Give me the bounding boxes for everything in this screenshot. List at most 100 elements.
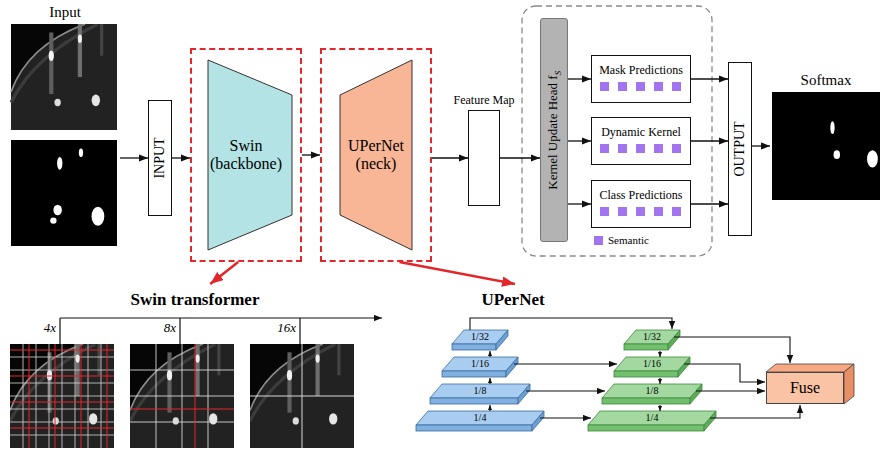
scale-axis — [60, 318, 382, 344]
encoder-pyramid — [430, 384, 530, 398]
pyramid-flow-arrow — [489, 351, 490, 357]
semantic-kernel-square — [672, 82, 681, 91]
flow-arrow — [568, 140, 591, 141]
heading: Softmax — [801, 72, 852, 89]
flow-arrow — [752, 145, 770, 146]
semantic-kernel-square — [600, 207, 609, 216]
flow-arrow — [500, 157, 540, 158]
swin-stage-image — [130, 344, 234, 448]
pyramid-flow-arrow — [684, 364, 765, 382]
encoder-pyramid — [416, 330, 544, 431]
upernet-detail-panel: UPerNetFuse — [388, 284, 884, 452]
callout-arrow — [210, 262, 238, 284]
decoder-pyramid — [588, 330, 716, 431]
input-images: Input — [10, 24, 120, 250]
legend-text: Semantic — [608, 235, 649, 246]
fuse-box: Fuse — [766, 372, 844, 404]
window-grid — [250, 344, 354, 448]
box-label: OUTPUT — [732, 121, 747, 176]
resolution-label: 1/32 — [471, 332, 489, 342]
resolution-label: 1/16 — [643, 359, 661, 369]
decoder-pyramid — [678, 357, 690, 377]
box-label: Dynamic Kernel — [601, 126, 681, 140]
rotated-label: OUTPUT — [733, 121, 747, 176]
encoder-pyramid — [442, 357, 518, 371]
fuse-block-faces — [844, 364, 854, 404]
pyramid-flow-arrow — [489, 378, 490, 384]
window-grid — [10, 344, 114, 448]
semantic-kernel-square — [672, 144, 681, 153]
pyramid-flow-arrow — [674, 337, 790, 363]
box-label: UPerNet (neck) — [338, 137, 414, 174]
prediction-box: Class Predictions — [591, 180, 691, 228]
neck-block: UPerNet (neck) — [320, 48, 432, 262]
softmax-image — [772, 92, 880, 200]
encoder-pyramid — [430, 398, 518, 404]
resolution-label: 1/16 — [471, 359, 489, 369]
encoder-pyramid — [506, 357, 518, 377]
decoder-pyramid — [588, 411, 716, 425]
pyramid-flow-arrow — [659, 405, 660, 411]
semantic-kernel-square — [654, 82, 663, 91]
pyramid-flow-arrow — [710, 405, 800, 418]
flow-arrow — [568, 78, 591, 79]
resolution-label: 1/8 — [646, 386, 659, 396]
scale-axis — [60, 318, 300, 344]
semantic-kernel-square — [600, 144, 609, 153]
pyramid-flow-arrow — [540, 417, 591, 418]
head-group-outline — [522, 6, 712, 256]
box-label: Class Predictions — [600, 189, 683, 203]
fuse-block-faces — [766, 364, 854, 404]
heading: Input — [49, 4, 81, 21]
resolution-label: 1/8 — [474, 386, 487, 396]
box-label: Mask Predictions — [599, 64, 683, 78]
encoder-pyramid — [442, 371, 506, 377]
scale-label: 8x — [164, 321, 176, 334]
rotated-label: INPUT — [153, 137, 167, 178]
window-grid — [10, 344, 114, 448]
fuse-block-faces — [766, 364, 854, 372]
decoder-pyramid — [614, 357, 690, 371]
input-image — [11, 140, 117, 246]
flow-arrow — [302, 154, 320, 155]
semantic-kernel-square — [636, 207, 645, 216]
section-title: UPerNet — [481, 290, 544, 310]
heading: Feature Map — [454, 94, 515, 108]
decoder-pyramid — [690, 384, 702, 404]
semantic-kernel-square — [618, 207, 627, 216]
window-grid — [130, 344, 234, 448]
decoder-pyramid — [668, 330, 680, 350]
prediction-box: Mask Predictions — [591, 55, 691, 103]
box-label: INPUT — [152, 137, 167, 178]
decoder-pyramid — [602, 384, 702, 398]
input-image — [11, 24, 117, 246]
pyramid-flow-arrow — [659, 378, 660, 384]
softmax-image — [772, 92, 880, 200]
window-grid — [130, 344, 234, 448]
pyramid-flow-arrow — [489, 405, 490, 411]
decoder-pyramid — [614, 371, 678, 377]
legend-swatch — [594, 236, 603, 245]
semantic-kernel-square — [618, 144, 627, 153]
input-image — [11, 24, 117, 130]
resolution-label: 1/4 — [646, 413, 659, 423]
semantic-kernel-square — [654, 207, 663, 216]
encoder-pyramid — [518, 384, 530, 404]
flow-arrow — [691, 140, 728, 141]
semantic-kernel-square — [618, 82, 627, 91]
window-grid — [10, 344, 354, 448]
encoder-pyramid — [452, 344, 496, 350]
swin-detail-panel: Swin transformer — [5, 284, 385, 452]
decoder-pyramid — [704, 411, 716, 431]
scale-label: 16x — [277, 321, 296, 334]
rotated-label: Kernel Update Head fS — [546, 71, 563, 190]
box-label: Swin (backbone) — [204, 137, 288, 174]
semantic-kernel-square — [672, 207, 681, 216]
softmax-output: Softmax — [770, 92, 882, 200]
semantic-kernel-square — [654, 144, 663, 153]
box-label: Kernel Update Head f — [545, 75, 560, 189]
flow-arrow — [120, 157, 148, 158]
encoder-pyramid — [532, 411, 544, 431]
